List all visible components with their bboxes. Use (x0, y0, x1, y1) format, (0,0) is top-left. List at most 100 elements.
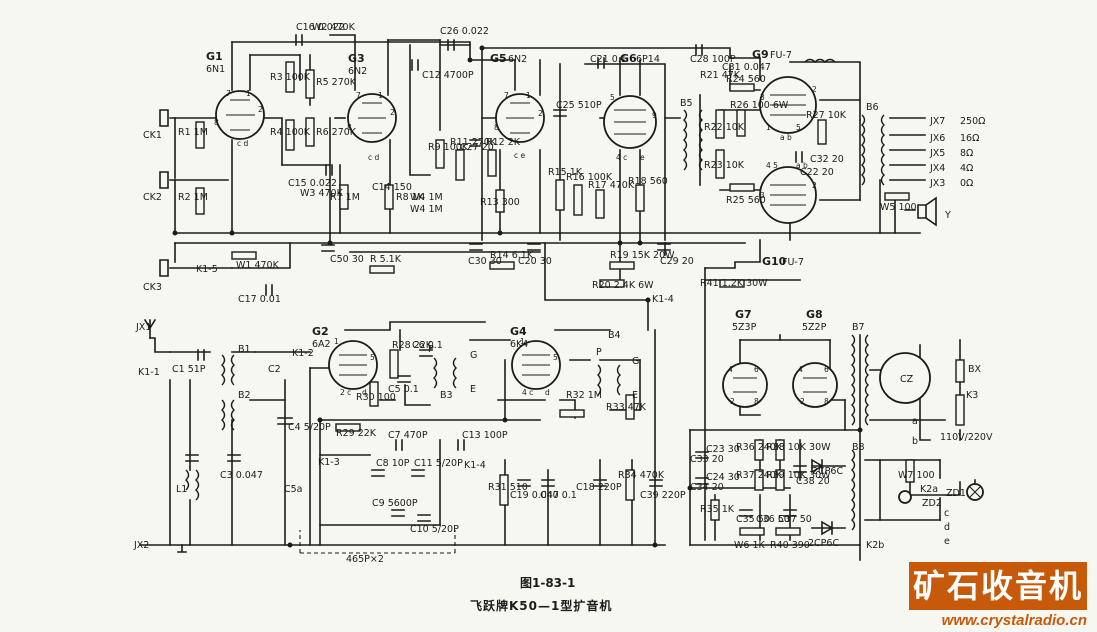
resistor-label: R13 300 (480, 197, 520, 208)
svg-text:6: 6 (824, 365, 829, 374)
capacitor-label: C36 50 (756, 514, 790, 525)
svg-text:4: 4 (798, 365, 803, 374)
misc-symbols (143, 45, 984, 553)
tube-label: G4 (510, 325, 527, 338)
switch-label: K1-2 (292, 348, 314, 359)
capacitor-label: C24 30 (706, 472, 740, 483)
svg-text:2: 2 (390, 108, 395, 117)
svg-text:c d: c d (237, 139, 249, 148)
pot-label: W5 100 (880, 202, 917, 213)
transformer-label: B1 (238, 344, 251, 355)
tube-type: 5Z3P (732, 322, 757, 333)
port-label: P (596, 347, 602, 358)
watermark-brand: 矿石收音机 (909, 562, 1087, 610)
figure-title: 飞跃牌K50—1型扩音机 (470, 599, 613, 613)
switch-label: K1-1 (138, 367, 160, 378)
svg-text:3: 3 (760, 191, 765, 200)
svg-text:8: 8 (214, 118, 219, 127)
capacitor-label: C32 20 (810, 154, 844, 165)
node-label: a (912, 416, 918, 427)
resistor-label: R21 47K (700, 70, 741, 81)
switch-label: K3 (966, 390, 978, 401)
resistor-label: R14 6.1K (490, 250, 534, 261)
resistor-label: R22 10K (704, 122, 745, 133)
capacitor-label: C16 0.022 (296, 22, 345, 33)
svg-text:2: 2 (538, 109, 543, 118)
impedance-label: 4Ω (960, 163, 973, 174)
capacitor-label: C40 0.1 (540, 490, 577, 501)
svg-text:5: 5 (610, 93, 615, 102)
svg-text:7: 7 (504, 91, 509, 100)
svg-text:5: 5 (370, 353, 375, 362)
resistor-label: R35 1K (700, 504, 735, 515)
svg-text:a b: a b (796, 161, 808, 170)
mains-label: 110V/220V (940, 432, 993, 443)
capacitor-label: C26 0.022 (440, 26, 489, 37)
switch-label: K1-4 (464, 460, 486, 471)
output-terminal-label: JX4 (929, 163, 945, 174)
svg-text:8: 8 (494, 123, 499, 132)
tube-label: G2 (312, 325, 329, 338)
capacitor-label: C6 0.1 (412, 340, 443, 351)
tube-type: FU-7 (770, 50, 792, 61)
capacitor-label: C18 220P (576, 482, 622, 493)
capacitor-label: C20 30 (518, 256, 552, 267)
svg-text:2: 2 (258, 105, 263, 114)
capacitor-label: C33 20 (690, 454, 724, 465)
impedance-label: 250Ω (960, 116, 985, 127)
resistor-label: R25 560 (726, 195, 766, 206)
transformer-label: B2 (238, 390, 251, 401)
capacitor-label: C50 30 (330, 254, 364, 265)
pot-label: W4 1M (410, 204, 443, 215)
resistor-label: R33 47K (606, 402, 647, 413)
svg-text:1: 1 (526, 91, 531, 100)
node-label: d (944, 522, 950, 533)
port-label: P (428, 344, 434, 355)
port-label: E (632, 390, 638, 401)
socket-label: CZ (900, 374, 914, 385)
radio-section-wiring (139, 299, 666, 554)
tube-type: 6K4 (510, 339, 528, 350)
capacitor-label: C5a (284, 484, 303, 495)
pot-label: W6 1K (734, 540, 766, 551)
lamp-label: ZD2 (922, 498, 942, 509)
pot-label: W1 470K (236, 260, 280, 271)
resistor-label: R41 1.2K 30W (700, 278, 768, 289)
capacitor-label: C7 470P (388, 430, 428, 441)
svg-text:5: 5 (796, 123, 801, 132)
resistor-label: R40 390 (770, 540, 810, 551)
transformer-label: B8 (852, 442, 865, 453)
resistor-label: R20 2.4K 6W (592, 280, 654, 291)
resistor-label: R39 10K 30W (766, 470, 831, 481)
jack-label: CK1 (143, 130, 162, 141)
switch-label: K2a (920, 484, 938, 495)
capacitor-label: C22 20 (800, 167, 834, 178)
transformer-label: B7 (852, 322, 865, 333)
capacitor-label: C3 0.047 (220, 470, 263, 481)
svg-text:1: 1 (766, 123, 771, 132)
svg-text:8: 8 (754, 397, 759, 406)
svg-text:5: 5 (553, 353, 558, 362)
capacitor-label: C38 20 (796, 476, 830, 487)
svg-text:3: 3 (760, 93, 765, 102)
output-terminal-label: JX5 (929, 148, 945, 159)
impedance-label: 0Ω (960, 178, 973, 189)
tube-type: 6N2 (348, 66, 367, 77)
resistor-label: R12 2K (486, 137, 521, 148)
svg-text:8: 8 (824, 397, 829, 406)
resistor-label: R36 240K (736, 442, 783, 453)
capacitor-label: C28 100P (690, 54, 736, 65)
impedance-label: 16Ω (960, 133, 979, 144)
svg-text:2: 2 (812, 85, 817, 94)
audio-section-wiring (169, 34, 926, 541)
pot-label: W2 470K (312, 22, 356, 33)
svg-text:d: d (545, 388, 550, 397)
resistor-label: R38 10K 30W (766, 442, 831, 453)
